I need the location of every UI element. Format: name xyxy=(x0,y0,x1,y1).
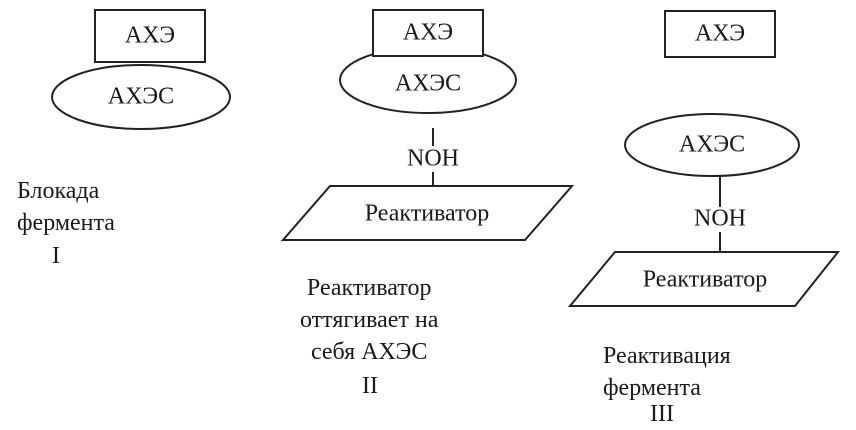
stage-3-numeral: III xyxy=(650,401,674,427)
stage-1-caption-line-1: Блокада xyxy=(17,178,100,204)
stage-2-caption-line-1: Реактиватор xyxy=(306,275,432,301)
stage-3-enzyme-box xyxy=(664,10,776,58)
stage-3-caption-line-1: Реактивация xyxy=(603,343,731,369)
stage-1-enzyme-label: АХЭ xyxy=(125,23,175,49)
stage-1-caption: Блокада фермента xyxy=(17,175,115,239)
stage-2-reactivator-label: Реактиватор xyxy=(365,201,490,227)
stage-3-enzyme-label: АХЭ xyxy=(695,21,745,47)
stage-2-caption: Реактиватор оттягивает на себя АХЭС xyxy=(300,272,438,368)
stage-2-reactivator-parallelogram xyxy=(280,185,575,241)
stage-1-complex-ellipse xyxy=(51,64,231,130)
stage-2-complex-label: АХЭС xyxy=(395,71,461,97)
stage-2-enzyme-box xyxy=(372,9,484,57)
stage-3-caption-line-2: фермента xyxy=(603,375,701,401)
stage-3-noh-label: NOH xyxy=(694,206,746,232)
stage-2-caption-line-2: оттягивает на xyxy=(300,307,439,333)
stage-3-group: АХЭ АХЭС NOH Реактиватор xyxy=(567,10,841,307)
stage-3-complex-label: АХЭС xyxy=(679,132,745,158)
stage-1-caption-line-2: фермента xyxy=(17,210,115,236)
stage-2-numeral: II xyxy=(362,373,378,399)
stage-2-group: АХЭС АХЭ NOH Реактиватор xyxy=(280,9,575,241)
stage-3-reactivator-label: Реактиватор xyxy=(643,267,768,293)
stage-2-enzyme-label: АХЭ xyxy=(403,20,453,46)
stage-3-reactivator-parallelogram xyxy=(567,251,841,307)
stage-2-noh-label: NOH xyxy=(407,146,459,172)
stage-1-complex-label: АХЭС xyxy=(108,84,174,110)
stage-3-caption: Реактивация фермента xyxy=(603,340,731,404)
stage-1-numeral: I xyxy=(52,243,60,269)
stage-3-complex-ellipse xyxy=(624,113,800,177)
stage-1-enzyme-box xyxy=(94,9,206,63)
stage-2-caption-line-3: себя АХЭС xyxy=(310,339,428,365)
stage-1-group: АХЭ АХЭС xyxy=(51,9,231,130)
